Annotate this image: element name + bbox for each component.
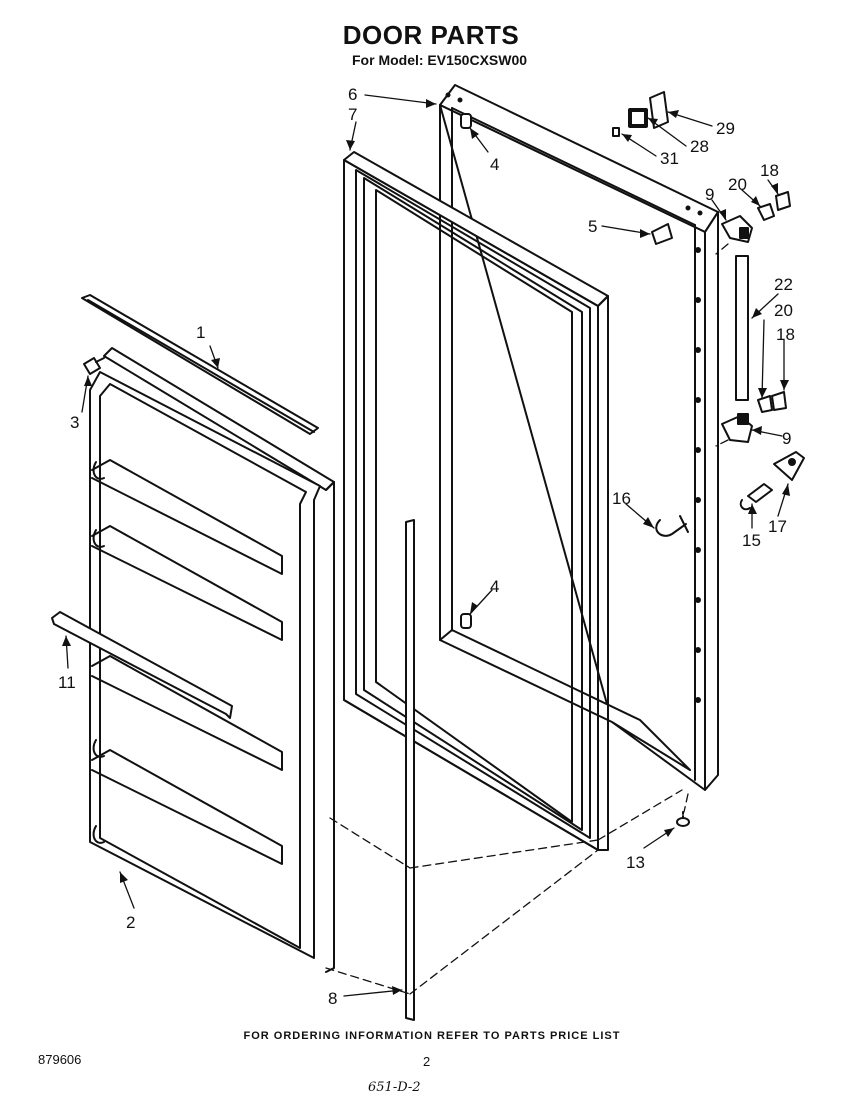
page-number: 2	[423, 1054, 431, 1069]
inner-liner-part-2	[89, 347, 335, 973]
callout-16: 16	[612, 489, 631, 508]
ordering-note: FOR ORDERING INFORMATION REFER TO PARTS …	[243, 1030, 621, 1042]
callout-18-bottom: 18	[776, 325, 795, 344]
door-panel-part-6	[439, 84, 719, 791]
door-gasket-part-7	[343, 151, 609, 851]
callout-4-top: 4	[490, 155, 499, 174]
top-trim-part-1	[81, 294, 319, 435]
callout-28: 28	[690, 137, 709, 156]
handwritten-code: 651-D-2	[368, 1080, 421, 1095]
callout-9-bottom: 9	[782, 429, 791, 448]
callout-8: 8	[328, 989, 337, 1008]
callout-9-top: 9	[705, 185, 714, 204]
callout-2: 2	[126, 913, 135, 932]
callout-13: 13	[626, 853, 645, 872]
arrowheads	[62, 99, 790, 995]
callout-6: 6	[348, 85, 357, 104]
callout-15: 15	[742, 531, 761, 550]
page-title: DOOR PARTS	[342, 20, 520, 50]
callout-17: 17	[768, 517, 787, 536]
callout-7: 7	[348, 105, 357, 124]
screw-part-3	[83, 357, 105, 375]
callout-1: 1	[196, 323, 205, 342]
callout-29: 29	[716, 119, 735, 138]
callout-11: 11	[58, 673, 76, 692]
callout-3: 3	[70, 413, 79, 432]
callout-31: 31	[660, 149, 679, 168]
callout-4-bottom: 4	[490, 577, 499, 596]
hinge-assembly	[676, 191, 805, 827]
assembly-lines	[325, 243, 729, 995]
callout-20-top: 20	[728, 175, 747, 194]
callout-22: 22	[774, 275, 793, 294]
callout-labels: 6 7 4 5 29 28 31 18 20 9 22 20 18 9 1 3 …	[58, 85, 795, 1008]
strip-part-8	[405, 519, 415, 1021]
document-number: 879606	[38, 1052, 82, 1067]
model-number: For Model: EV150CXSW00	[352, 52, 528, 68]
callout-5: 5	[588, 217, 597, 236]
shelf-rail-part-11	[51, 611, 233, 719]
cover-parts-28-29-31	[612, 91, 669, 137]
callout-20-bottom: 20	[774, 301, 793, 320]
callout-18-top: 18	[760, 161, 779, 180]
